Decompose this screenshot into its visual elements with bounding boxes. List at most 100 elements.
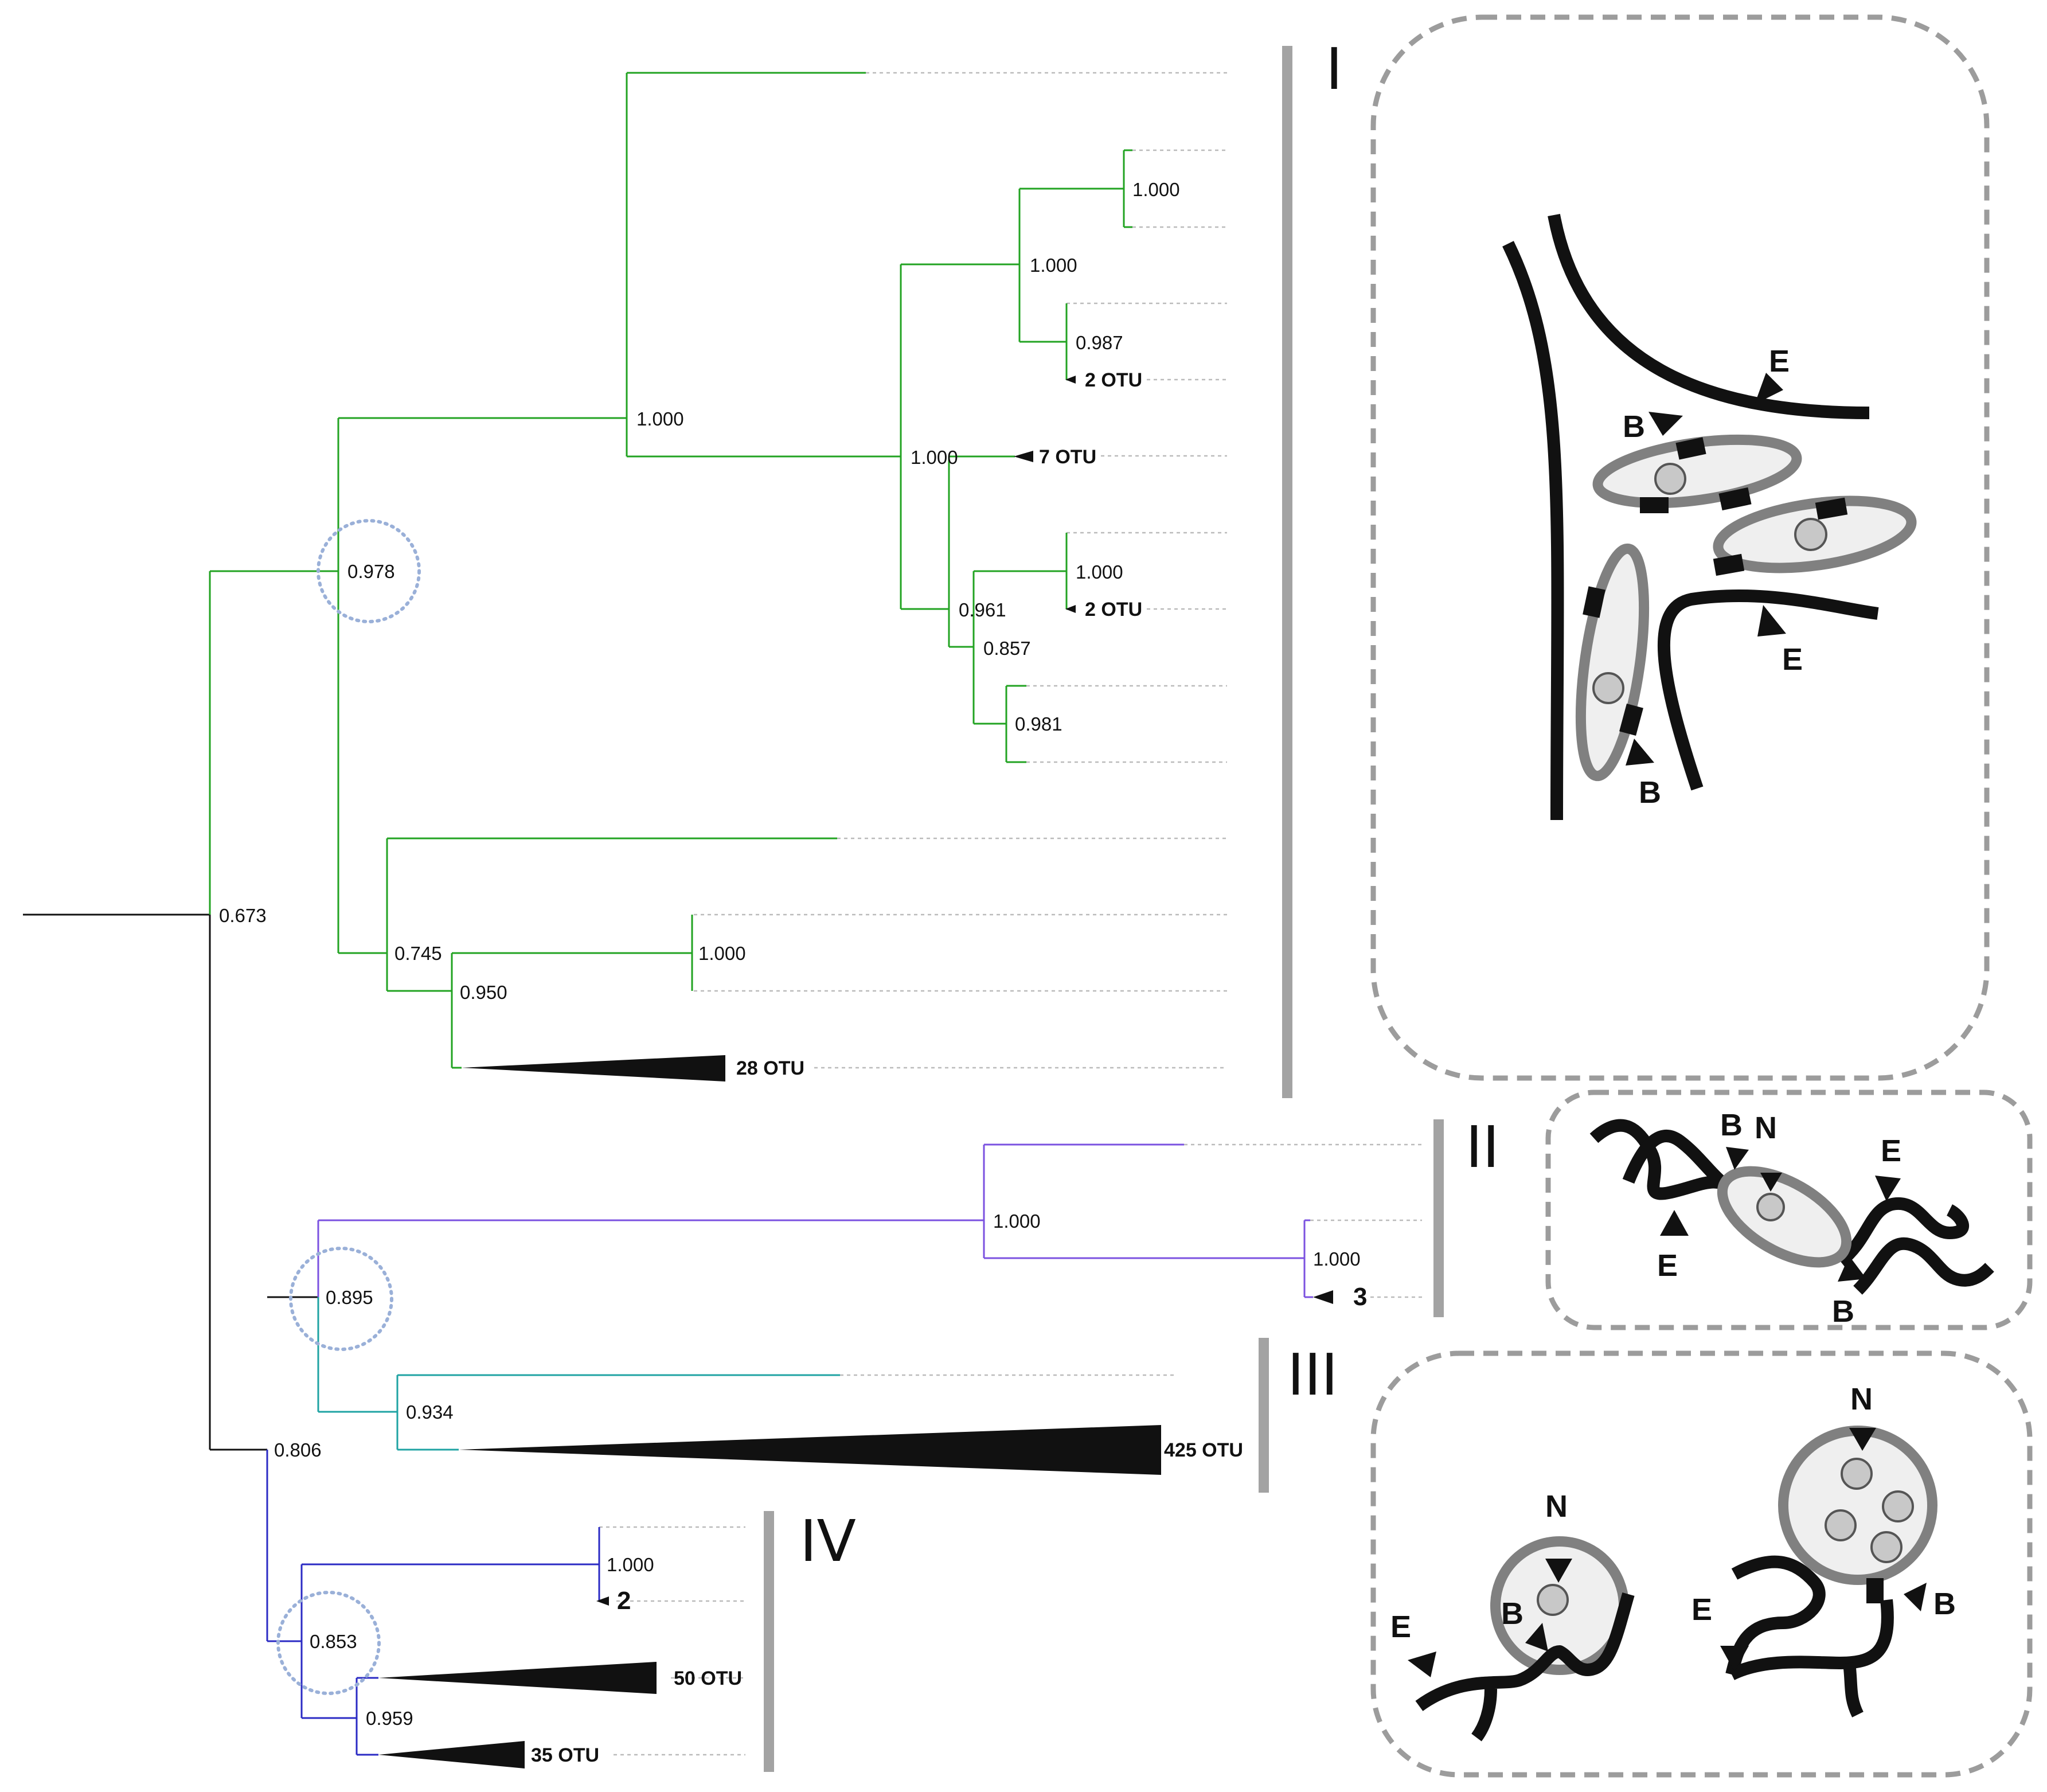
label-III-B1: B [1501,1596,1523,1631]
clade-III-bar [1259,1338,1269,1493]
band-I-1 [1675,437,1706,460]
panel-II: B N E E B [1545,1090,2033,1330]
nucleus-I-c [1592,672,1624,704]
label-II-N: N [1755,1111,1777,1145]
support-cladeIV-sub: 0.959 [366,1708,413,1729]
arrow-III-B1 [1525,1623,1548,1652]
wedge-28otu [462,1055,725,1082]
otu-label-2a: 2 OTU [1085,369,1142,391]
hypha-II-right-b [1853,1237,1994,1295]
support-pair-mid: 1.000 [1076,561,1123,583]
support-cladeII-base: 1.000 [993,1211,1041,1232]
otu-label-425: 425 OTU [1164,1439,1243,1461]
label-III-E2: E [1691,1592,1712,1627]
hypha-III-a1 [1415,1592,1635,1711]
nucleus-III-b1 [1841,1458,1873,1490]
clade-I-label: I [1326,36,1343,103]
support-cladeIV-base: 0.853 [310,1631,357,1652]
hypha-III-b2 [1729,1599,1894,1680]
band-I-7 [1619,703,1643,736]
otu-label-35: 35 OTU [531,1744,599,1766]
collapsed-wedges [378,376,1333,1768]
panel-I: E E B B [1370,14,1990,1081]
arrow-I-B1 [1648,412,1683,436]
clade-II-bar [1433,1119,1444,1317]
band-I-6 [1583,586,1605,618]
arrow-I-E2 [1757,605,1786,637]
tree-backbone [23,913,318,1451]
label-II-B2: B [1832,1294,1854,1329]
hypha-II-left-b [1622,1130,1741,1198]
label-II-E1: E [1657,1248,1678,1283]
nucleus-III-b3 [1825,1509,1857,1541]
support-values: 0.673 0.978 1.000 1.000 1.000 0.987 1.00… [219,179,1361,1729]
nucleus-III-b4 [1870,1531,1903,1563]
ring-0978 [317,519,421,623]
clade-IV-label: IV [800,1508,856,1575]
otu-label-7: 7 OTU [1039,446,1096,468]
support-pair-981: 0.981 [1015,713,1062,735]
wedge-3 [1313,1290,1333,1304]
arrow-I-E1 [1755,373,1783,404]
hypha-I-top [1548,213,1870,419]
hypha-I-bottom [1657,589,1879,791]
support-pair-top: 1.000 [1132,179,1180,200]
arrow-II-E2 [1875,1176,1901,1201]
clade-bars: I II III IV [764,36,1499,1772]
panel-III-frame [1370,1350,2033,1778]
clade-I-branches [209,72,1132,1069]
otu-label-2c: 2 [617,1587,631,1615]
ring-0895 [289,1247,393,1351]
support-cladeIIIIV-base: 0.895 [326,1287,373,1308]
otu-labels: 2 OTU 7 OTU 2 OTU 28 OTU 3 425 OTU 2 50 … [531,369,1367,1766]
support-pair-987: 0.987 [1076,332,1123,353]
clade-II-label: II [1466,1114,1499,1181]
label-I-E1: E [1769,344,1790,378]
label-I-B1: B [1623,409,1645,444]
support-node-1000b: 1.000 [911,447,958,468]
hypha-III-a2 [1471,1688,1497,1742]
nucleus-III-a [1537,1584,1569,1616]
hypha-III-b3 [1843,1662,1864,1717]
support-cladeIV-pair: 1.000 [607,1554,654,1575]
support-cladeII-sub: 1.000 [1313,1248,1361,1270]
arrow-II-B1 [1726,1147,1749,1170]
nucleus-II [1756,1193,1785,1221]
cell-II [1717,1166,1852,1268]
wedge-425otu [459,1425,1161,1475]
support-root: 0.673 [219,905,267,926]
clade-II-branches [317,1143,1313,1298]
label-I-E2: E [1782,642,1803,677]
wedge-7otu [1014,451,1033,462]
hypha-II-right-a [1836,1197,1969,1267]
arrow-III-E2 [1720,1646,1749,1672]
arrow-III-N1 [1545,1559,1572,1583]
label-III-N1: N [1545,1489,1568,1524]
hypha-I-left [1502,241,1564,821]
nucleus-III-b2 [1882,1490,1914,1522]
hypha-II-left-a [1589,1119,1735,1200]
arrow-II-B2 [1838,1256,1866,1282]
arrow-III-B2 [1904,1583,1927,1611]
ring-0853 [276,1591,381,1695]
support-cladeI-base: 0.978 [347,561,395,582]
arrow-I-B2 [1626,739,1654,766]
support-lower-root: 0.806 [274,1439,322,1461]
clade-III-branches [317,1297,840,1451]
label-III-N2: N [1850,1382,1873,1416]
wedge-2otu-b [1065,605,1076,613]
hypha-III-b1 [1725,1555,1826,1676]
panel-III: N B E N E B [1370,1350,2033,1778]
support-node-950: 0.950 [460,982,507,1003]
band-III-b [1866,1578,1884,1603]
leader-lines [599,72,1422,1756]
arrow-II-N [1760,1173,1782,1192]
wedge-50otu [378,1662,657,1694]
band-I-4 [1815,497,1848,520]
otu-label-50: 50 OTU [674,1668,742,1689]
label-I-B2: B [1639,775,1661,810]
label-II-B1: B [1720,1108,1743,1142]
band-I-3 [1640,497,1669,513]
otu-label-2b: 2 OTU [1085,599,1142,620]
